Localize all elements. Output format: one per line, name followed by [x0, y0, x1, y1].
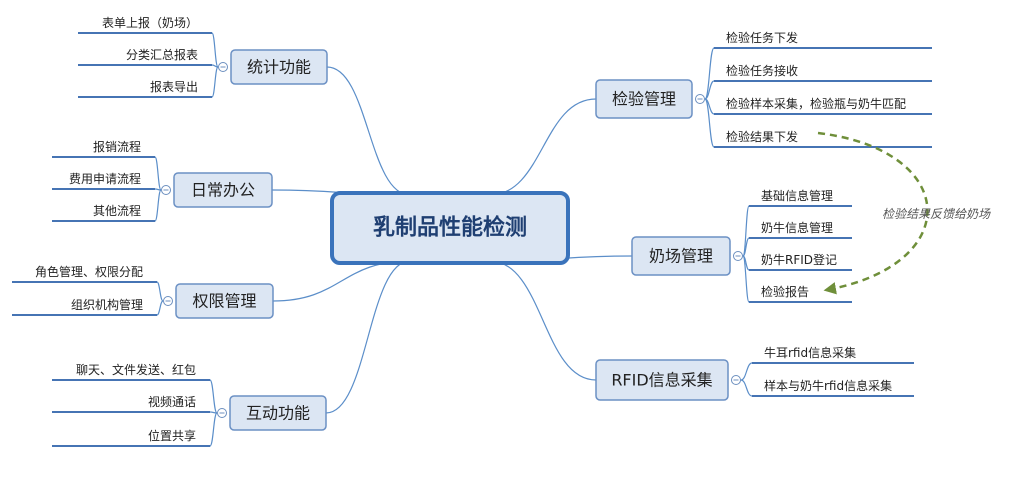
root-label: 乳制品性能检测 [373, 215, 527, 241]
interact-leaf-label-2: 位置共享 [148, 428, 196, 443]
stats-leaf-label-1: 分类汇总报表 [126, 47, 198, 62]
stats-branch-label: 统计功能 [247, 58, 311, 77]
perm-leaf-connector-1 [156, 300, 164, 316]
rfid-branch-label: RFID信息采集 [611, 371, 712, 390]
perm-branch-label: 权限管理 [192, 292, 256, 311]
rfid-branch-node[interactable]: RFID信息采集 [595, 359, 729, 401]
interact-leaf-connector-2 [209, 412, 218, 447]
stats-leaf-connector-2 [211, 66, 219, 98]
rfid-root-connector [489, 260, 597, 381]
interact-leaf-label-1: 视频通话 [148, 394, 196, 409]
farm-leaf-1[interactable]: 奶牛信息管理 [749, 220, 852, 239]
stats-leaf-label-0: 表单上报（奶场） [102, 15, 198, 30]
root-node[interactable]: 乳制品性能检测 [330, 191, 570, 265]
office-leaf-1[interactable]: 费用申请流程 [52, 171, 155, 190]
farm-leaf-label-2: 奶牛RFID登记 [761, 252, 837, 267]
perm-root-connector [272, 260, 411, 302]
perm-leaf-label-1: 组织机构管理 [71, 297, 143, 312]
stats-leaf-2[interactable]: 报表导出 [78, 79, 212, 98]
perm-branch-node[interactable]: 权限管理 [175, 283, 274, 319]
farm-leaf-connector-3 [742, 255, 750, 303]
inspect-leaf-1[interactable]: 检验任务接收 [714, 63, 932, 82]
office-branch-label: 日常办公 [191, 181, 255, 200]
interact-leaf-0[interactable]: 聊天、文件发送、红包 [52, 362, 210, 381]
interact-branch-node[interactable]: 互动功能 [229, 395, 327, 431]
rfid-leaf-label-0: 牛耳rfid信息采集 [764, 345, 856, 360]
feedback-label: 检验结果反馈给奶场 [882, 207, 991, 221]
office-leaf-connector-0 [154, 156, 162, 191]
rfid-leaf-1[interactable]: 样本与奶牛rfid信息采集 [752, 378, 914, 397]
inspect-collapse-toggle[interactable] [695, 94, 705, 104]
stats-leaf-0[interactable]: 表单上报（奶场） [78, 15, 212, 34]
inspect-leaf-3[interactable]: 检验结果下发 [714, 129, 932, 148]
stats-branch-node[interactable]: 统计功能 [230, 49, 328, 85]
office-branch-node[interactable]: 日常办公 [173, 172, 273, 208]
feedback-arrow [817, 131, 929, 295]
farm-leaf-label-0: 基础信息管理 [761, 188, 833, 203]
perm-leaf-0[interactable]: 角色管理、权限分配 [12, 264, 157, 283]
inspect-leaf-connector-3 [704, 98, 715, 148]
inspect-leaf-2[interactable]: 检验样本采集，检验瓶与奶牛匹配 [714, 96, 932, 115]
office-leaf-label-2: 其他流程 [93, 203, 141, 218]
farm-leaf-label-1: 奶牛信息管理 [761, 220, 833, 235]
interact-leaf-2[interactable]: 位置共享 [52, 428, 210, 447]
farm-collapse-toggle[interactable] [733, 251, 743, 261]
rfid-leaf-connector-1 [740, 379, 753, 397]
rfid-leaf-0[interactable]: 牛耳rfid信息采集 [752, 345, 914, 364]
farm-leaf-2[interactable]: 奶牛RFID登记 [749, 252, 852, 271]
perm-collapse-toggle[interactable] [163, 296, 173, 306]
farm-leaf-3[interactable]: 检验报告 [749, 284, 852, 303]
farm-branch-label: 奶场管理 [649, 247, 713, 266]
interact-root-connector [325, 260, 411, 414]
rfid-collapse-toggle[interactable] [731, 375, 741, 385]
office-leaf-2[interactable]: 其他流程 [52, 203, 155, 222]
stats-leaf-label-2: 报表导出 [150, 79, 198, 94]
inspect-leaf-label-0: 检验任务下发 [726, 30, 798, 45]
farm-leaf-0[interactable]: 基础信息管理 [749, 188, 852, 207]
office-leaf-0[interactable]: 报销流程 [52, 139, 155, 158]
office-leaf-label-1: 费用申请流程 [69, 171, 141, 186]
rfid-leaf-connector-0 [740, 362, 753, 381]
inspect-branch-node[interactable]: 检验管理 [595, 79, 693, 119]
stats-collapse-toggle[interactable] [218, 62, 228, 72]
interact-leaf-1[interactable]: 视频通话 [52, 394, 210, 413]
inspect-leaf-label-3: 检验结果下发 [726, 129, 798, 144]
inspect-leaf-connector-1 [704, 80, 715, 100]
office-leaf-label-0: 报销流程 [93, 139, 141, 154]
farm-branch-node[interactable]: 奶场管理 [631, 236, 731, 276]
farm-leaf-connector-1 [742, 237, 750, 257]
inspect-leaf-connector-0 [704, 47, 715, 100]
interact-leaf-connector-0 [209, 379, 218, 414]
office-collapse-toggle[interactable] [161, 185, 171, 195]
inspect-leaf-label-2: 检验样本采集，检验瓶与奶牛匹配 [726, 96, 906, 111]
perm-leaf-label-0: 角色管理、权限分配 [35, 264, 143, 279]
perm-leaf-1[interactable]: 组织机构管理 [12, 297, 157, 316]
stats-leaf-1[interactable]: 分类汇总报表 [78, 47, 212, 66]
interact-collapse-toggle[interactable] [217, 408, 227, 418]
rfid-leaf-label-1: 样本与奶牛rfid信息采集 [764, 378, 892, 393]
inspect-root-connector [489, 98, 597, 196]
stats-root-connector [326, 66, 411, 196]
inspect-leaf-0[interactable]: 检验任务下发 [714, 30, 932, 49]
office-leaf-connector-2 [154, 189, 162, 222]
inspect-branch-label: 检验管理 [612, 90, 676, 109]
inspect-leaf-label-1: 检验任务接收 [726, 63, 798, 78]
stats-leaf-connector-0 [211, 32, 219, 68]
farm-leaf-label-3: 检验报告 [761, 284, 809, 299]
interact-leaf-label-0: 聊天、文件发送、红包 [76, 362, 196, 377]
perm-leaf-connector-0 [156, 281, 164, 302]
feedback-annotation: 检验结果反馈给奶场 [817, 131, 991, 295]
interact-branch-label: 互动功能 [246, 404, 310, 423]
